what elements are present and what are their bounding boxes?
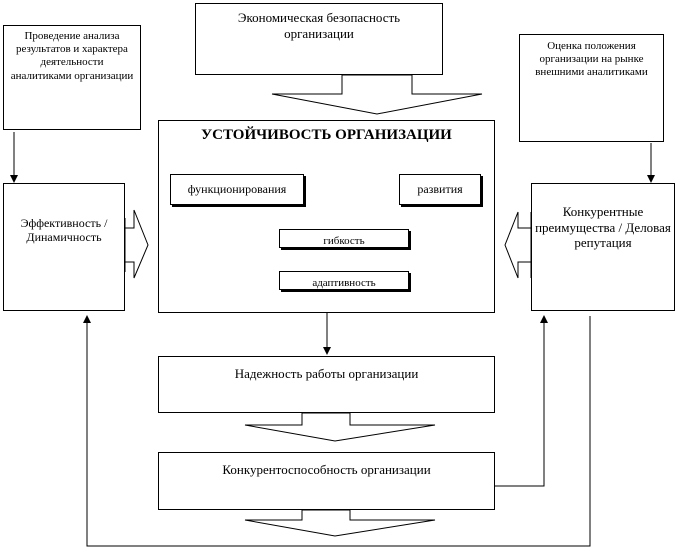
arrow-feedback-to-efficiency <box>83 315 591 547</box>
hollow-left-arrow-right <box>504 211 532 279</box>
development-box <box>399 174 481 205</box>
analysis-results-box <box>3 25 141 130</box>
hollow-down-arrow-bottom <box>244 509 436 537</box>
competitiveness-box <box>158 452 495 510</box>
hollow-down-arrow-top <box>271 74 483 115</box>
economic-security-label: Экономическая безопасность организации <box>237 10 401 41</box>
flexibility-box <box>279 229 409 248</box>
economic-security-box <box>195 3 443 75</box>
market-assessment-box <box>519 34 664 142</box>
stability-title: УСТОЙЧИВОСТЬ ОРГАНИЗАЦИИ <box>201 127 452 143</box>
flexibility-label: гибкость <box>323 235 365 247</box>
competitiveness-label: Конкурентоспособность организации <box>222 462 431 477</box>
hollow-right-arrow-left <box>124 209 149 279</box>
reliability-box <box>158 356 495 413</box>
functioning-label: функционирования <box>187 182 287 196</box>
analysis-results-label: Проведение анализа результатов и характе… <box>10 30 134 82</box>
development-label: развития <box>417 182 463 196</box>
efficiency-label: Эффективность / Динамичность <box>20 216 108 245</box>
adaptability-box <box>279 271 409 290</box>
functioning-box <box>170 174 304 205</box>
adaptability-label: адаптивность <box>312 277 376 289</box>
efficiency-box <box>3 183 125 311</box>
competitive-advantages-label: Конкурентные преимущества / Деловая репу… <box>535 204 671 251</box>
competitive-advantages-box <box>531 183 675 311</box>
hollow-down-arrow-mid <box>244 412 436 442</box>
arrow-competitiveness-to-competitive <box>495 315 548 487</box>
market-assessment-label: Оценка положения организации на рынке вн… <box>535 40 648 79</box>
reliability-label: Надежность работы организации <box>234 366 419 381</box>
